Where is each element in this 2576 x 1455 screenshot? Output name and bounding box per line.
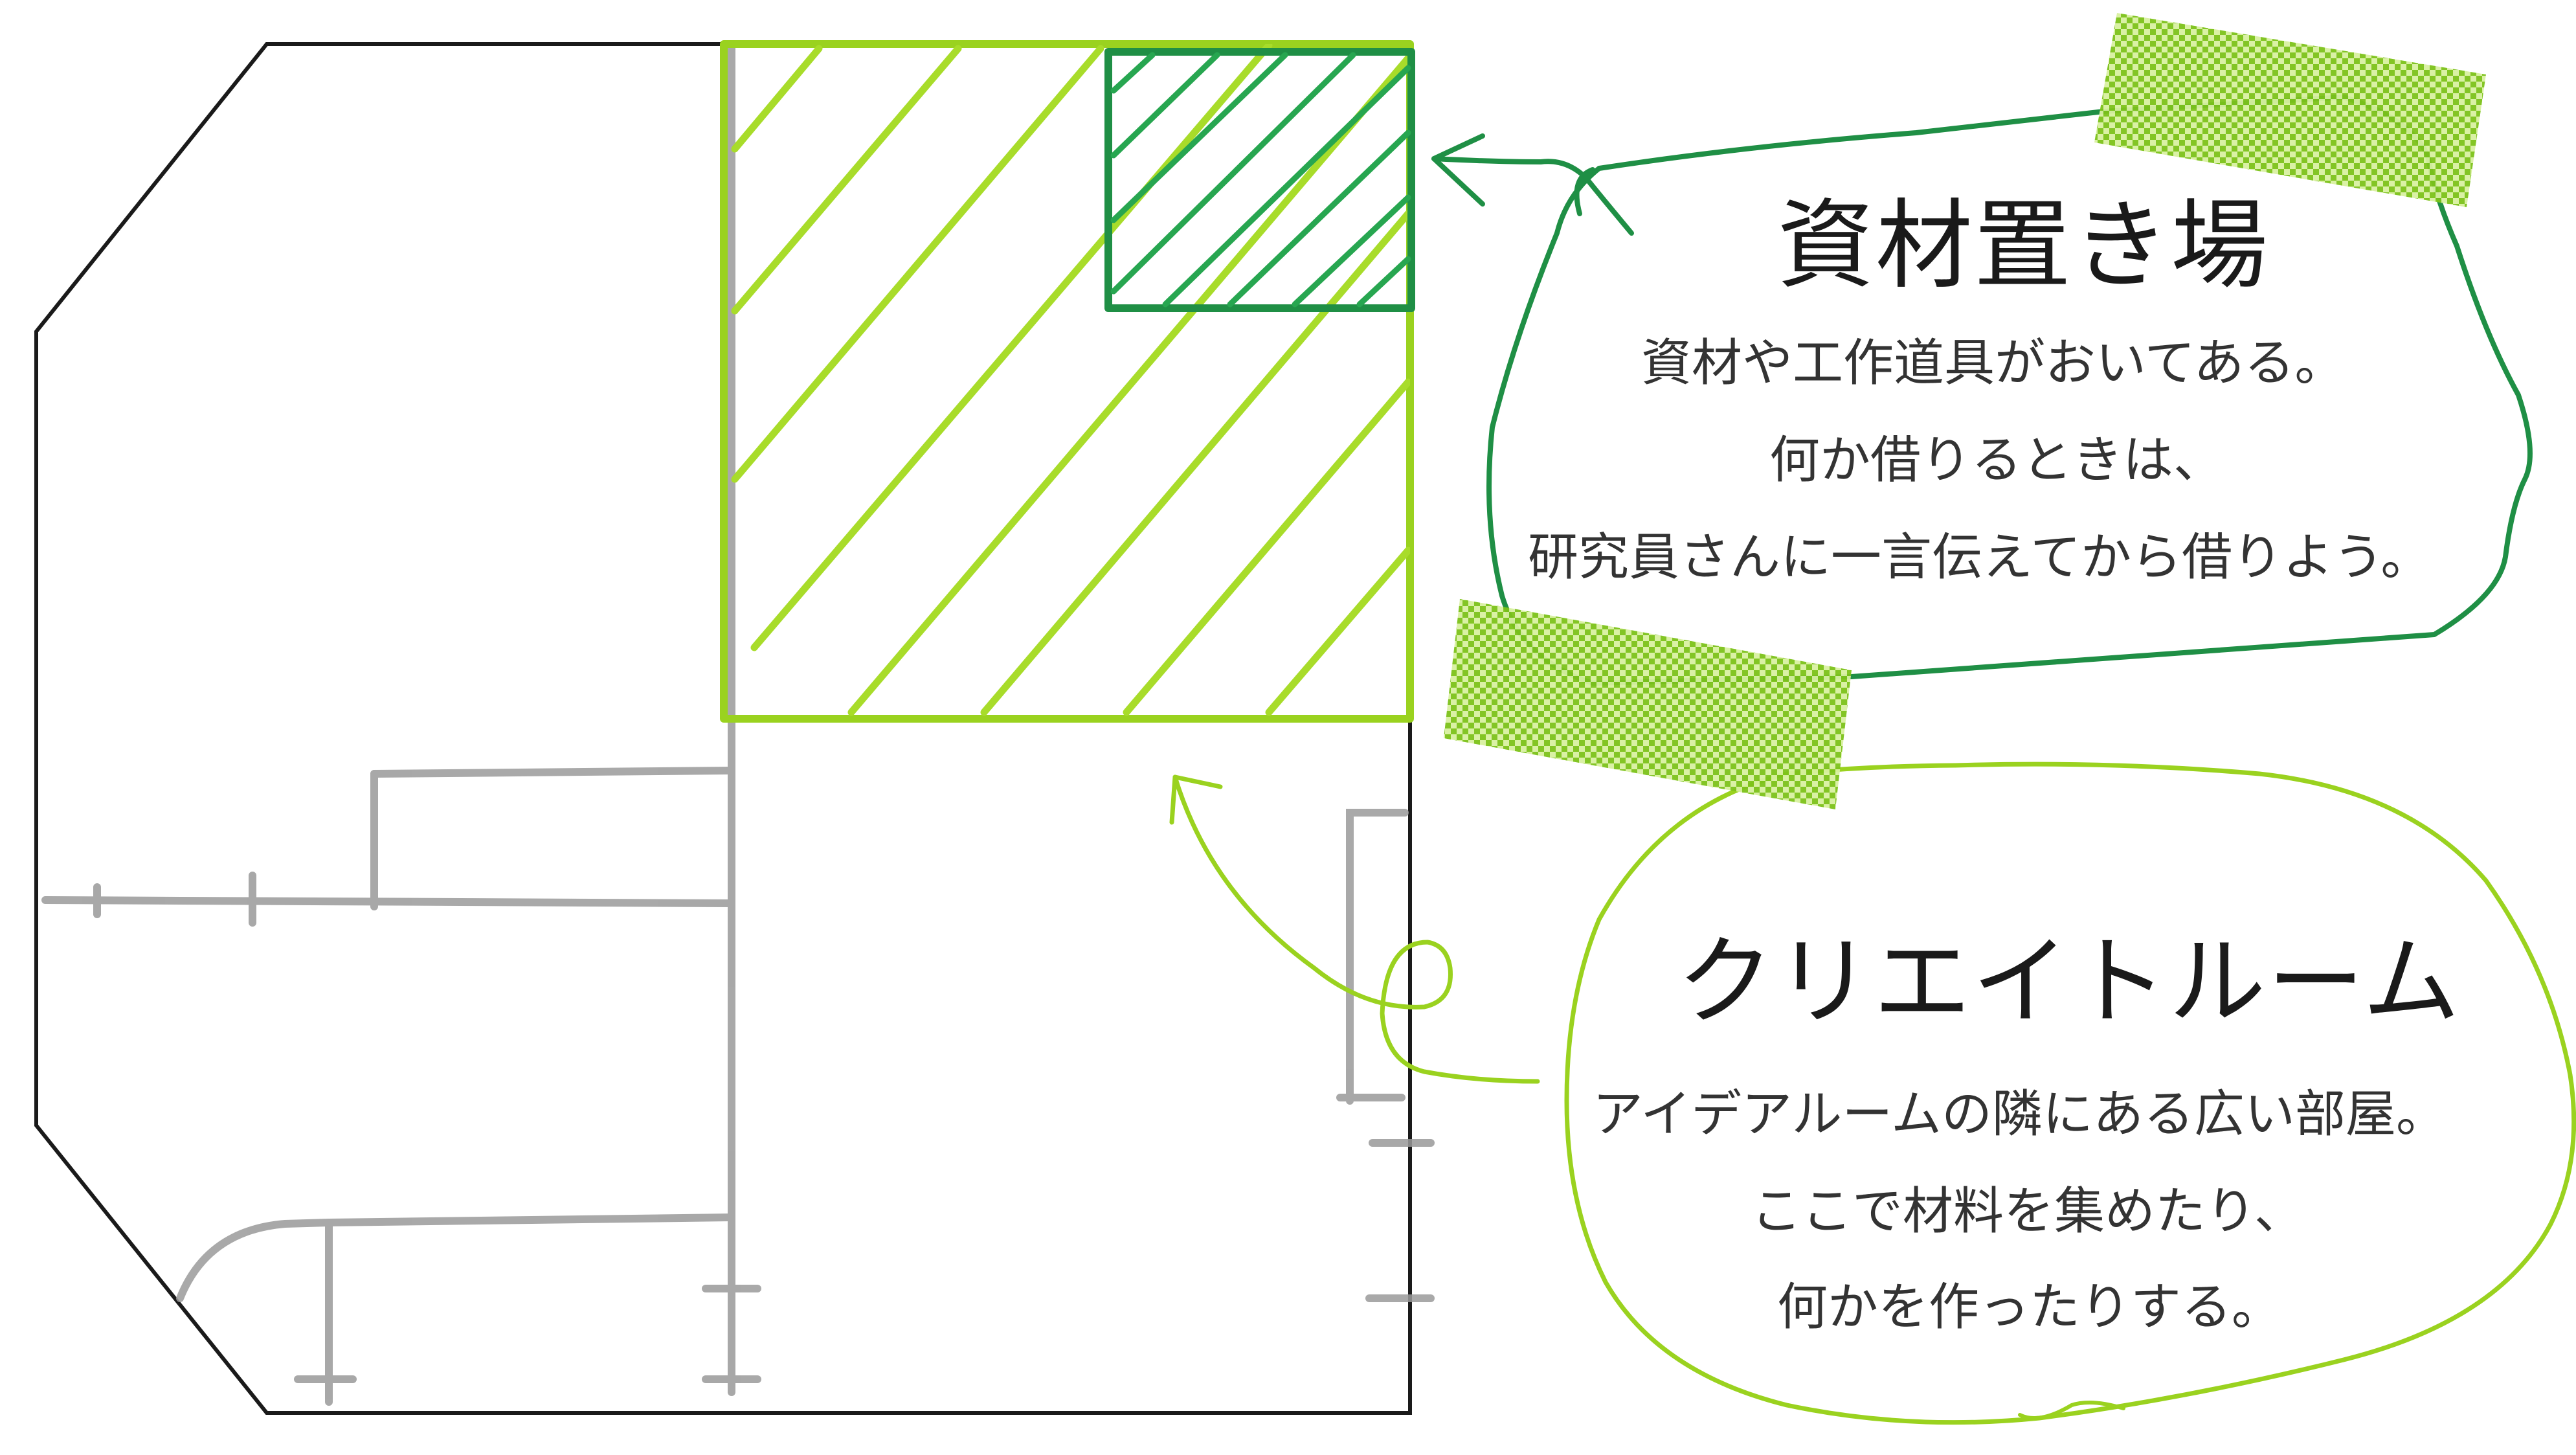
materials-arrow-head (1431, 133, 1485, 207)
create-room-description-line-1: アイデアルームの隣にある広い部屋。 (1593, 1085, 2447, 1144)
materials-area-description-line-2: 何か借りるときは、 (1769, 431, 2224, 490)
materials-area-title: 資材置き場 (1777, 190, 2270, 302)
create-room-arrow (1172, 774, 1540, 1084)
create-room-callout-bubble (1564, 761, 2576, 1425)
create-room-area (720, 40, 1414, 723)
materials-area-description-line-1: 資材や工作道具がおいてある。 (1641, 334, 2346, 392)
create-room-title: クリエイトルーム (1677, 926, 2461, 1039)
materials-area-description-line-3: 研究員さんに一言伝えてから借りよう。 (1528, 528, 2432, 587)
create-room-arrow-head (1169, 774, 1223, 825)
washi-tape-middle (1444, 599, 1852, 809)
create-room-callout-tail (2018, 1401, 2125, 1420)
create-room-description-line-3: 何かを作ったりする。 (1777, 1278, 2283, 1337)
washi-tape-top (2094, 13, 2486, 207)
interior-walls (41, 45, 1435, 1406)
materials-arrow (1431, 156, 1634, 236)
materials-arrow-tail-loop (1574, 167, 1595, 216)
create-room-description-line-2: ここで材料を集めたり、 (1751, 1182, 2305, 1241)
materials-area (1104, 48, 1415, 312)
